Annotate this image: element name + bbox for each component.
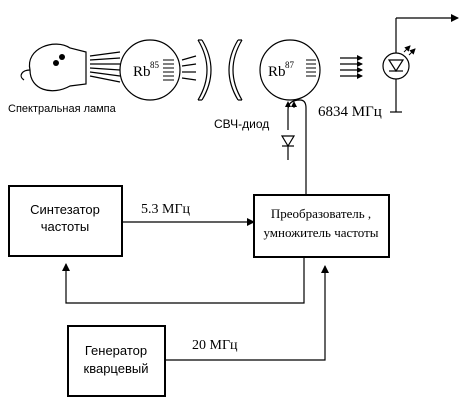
frequency-5-3-label: 5.3 МГц [141, 202, 191, 217]
spectral-lamp-icon [20, 43, 121, 92]
feedback-to-synthesizer-arrow [62, 257, 305, 304]
converter-label-line1: Преобразователь , [271, 206, 371, 221]
rb85-superscript: 85 [150, 60, 160, 70]
rb87-label: Rb [268, 64, 286, 80]
synthesizer-label-line2: частоты [41, 219, 90, 234]
diode-label: СВЧ-диод [214, 117, 269, 131]
frequency-20-label: 20 МГц [192, 338, 238, 353]
rb85-label: Rb [133, 64, 151, 80]
rb87-cell [259, 39, 321, 101]
rb85-cell [119, 39, 181, 101]
generator-label-line1: Генератор [85, 343, 147, 358]
light-arrows-to-detector [340, 55, 363, 79]
lens-right [228, 39, 243, 101]
lamp-label: Спектральная лампа [8, 103, 117, 115]
microwave-diode-icon [280, 99, 307, 196]
synthesizer-box [8, 185, 123, 257]
generator-to-converter-arrow [165, 265, 329, 361]
converter-box [253, 194, 390, 258]
synthesizer-label-line1: Синтезатор [30, 202, 100, 217]
frequency-6834-label: 6834 МГц [318, 104, 382, 120]
rb87-superscript: 87 [285, 60, 295, 70]
generator-box [67, 325, 166, 397]
light-rays-to-lens [181, 55, 197, 81]
converter-label-line2: умножитель частоты [263, 225, 378, 240]
lens-left [197, 39, 212, 101]
photodiode-icon [382, 14, 459, 113]
generator-label-line2: кварцевый [84, 361, 149, 376]
